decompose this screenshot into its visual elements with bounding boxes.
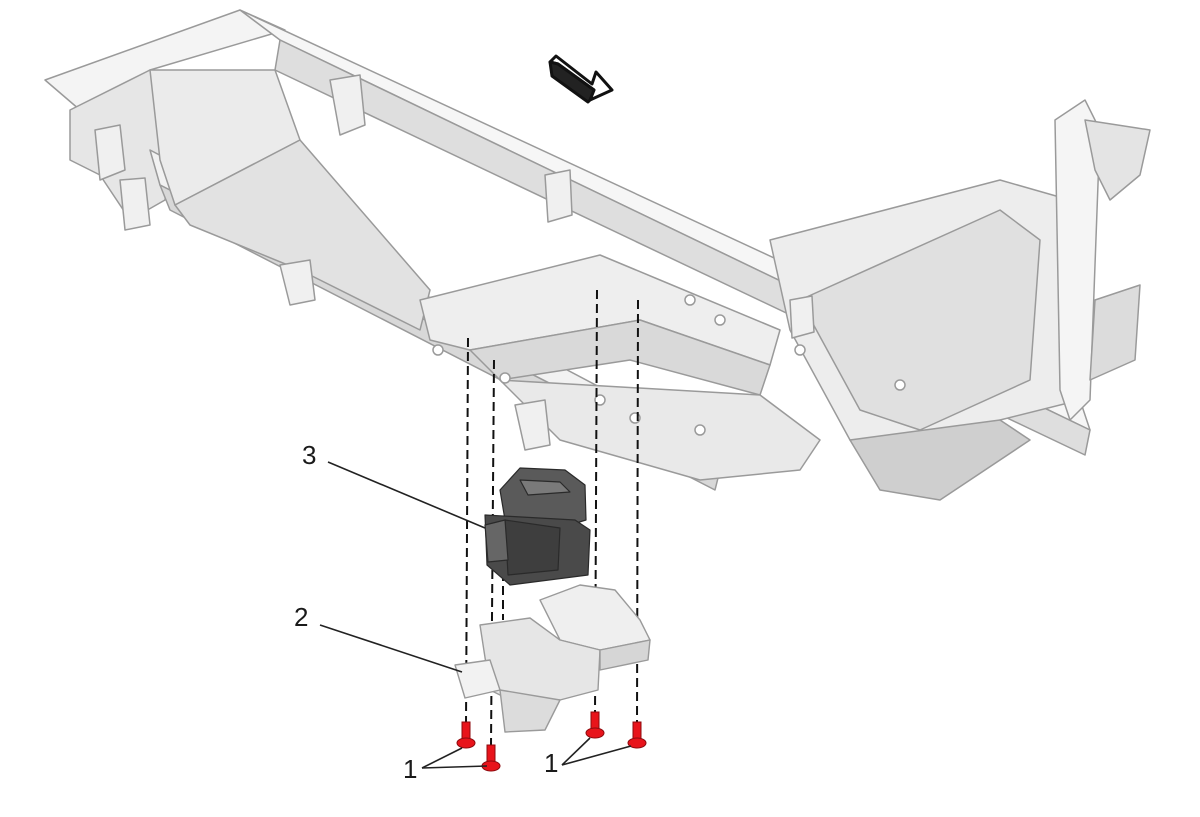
- screw-icon: [481, 744, 501, 772]
- switch-assembly: [484, 467, 591, 586]
- leader-lines: [319, 461, 632, 769]
- screw-icon: [585, 711, 605, 739]
- callout-fastener-left: 1: [403, 754, 417, 784]
- callout-fastener-right: 1: [544, 748, 558, 778]
- fasteners: [456, 711, 647, 772]
- screw-icon: [627, 721, 647, 749]
- callout-switch: 3: [302, 440, 316, 470]
- console-frame: [44, 9, 1151, 501]
- callout-bracket: 2: [294, 602, 308, 632]
- screw-icon: [456, 721, 476, 749]
- forward-arrow-icon: [548, 54, 614, 104]
- mounting-bracket: [454, 584, 651, 733]
